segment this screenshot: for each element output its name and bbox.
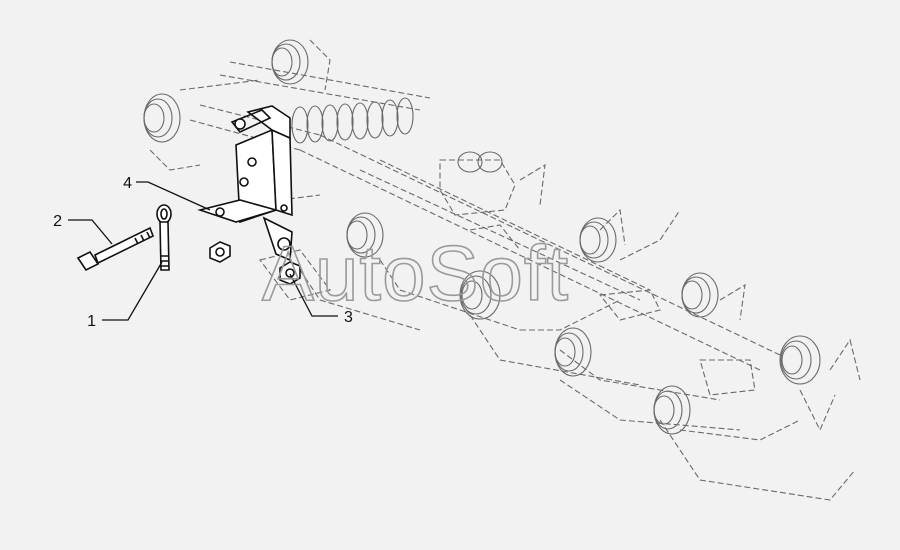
callout-3: 3 [344,309,353,326]
rake-assembly-outline [149,39,861,501]
eye-bolt-part [156,204,172,271]
callout-1: 1 [87,313,96,330]
nut-part [209,241,301,285]
tine-springs [143,39,821,435]
bracket-part [197,105,293,262]
callout-2: 2 [53,213,62,230]
callout-labels: 1 2 3 4 [53,175,353,330]
bolt-part [76,226,155,272]
callout-4: 4 [123,175,132,192]
watermark: AutoSoft [262,229,569,317]
callout-leaders [68,181,338,321]
